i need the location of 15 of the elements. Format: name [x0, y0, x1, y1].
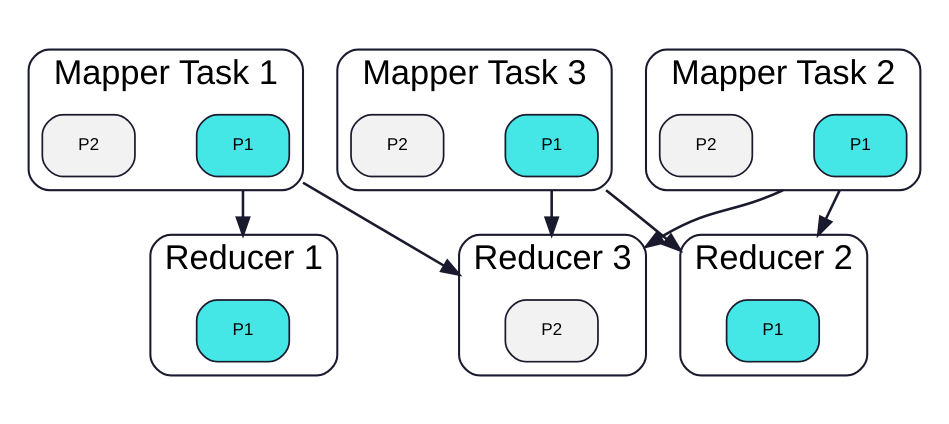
node-box: P2: [658, 113, 754, 177]
arrow: [302, 181, 462, 276]
arrow: [544, 190, 560, 238]
arrow: [816, 189, 841, 238]
node-box: P2: [41, 113, 136, 177]
node-box: P1: [813, 113, 908, 177]
arrow: [642, 188, 784, 248]
node-box: P1: [504, 113, 599, 177]
node-box: P1: [196, 113, 290, 177]
node-box: P1: [196, 298, 290, 362]
node-box: P1: [726, 298, 820, 362]
arrow: [605, 188, 684, 252]
arrow: [235, 190, 251, 238]
node-box: P2: [504, 298, 599, 362]
node-box: P2: [350, 113, 444, 177]
